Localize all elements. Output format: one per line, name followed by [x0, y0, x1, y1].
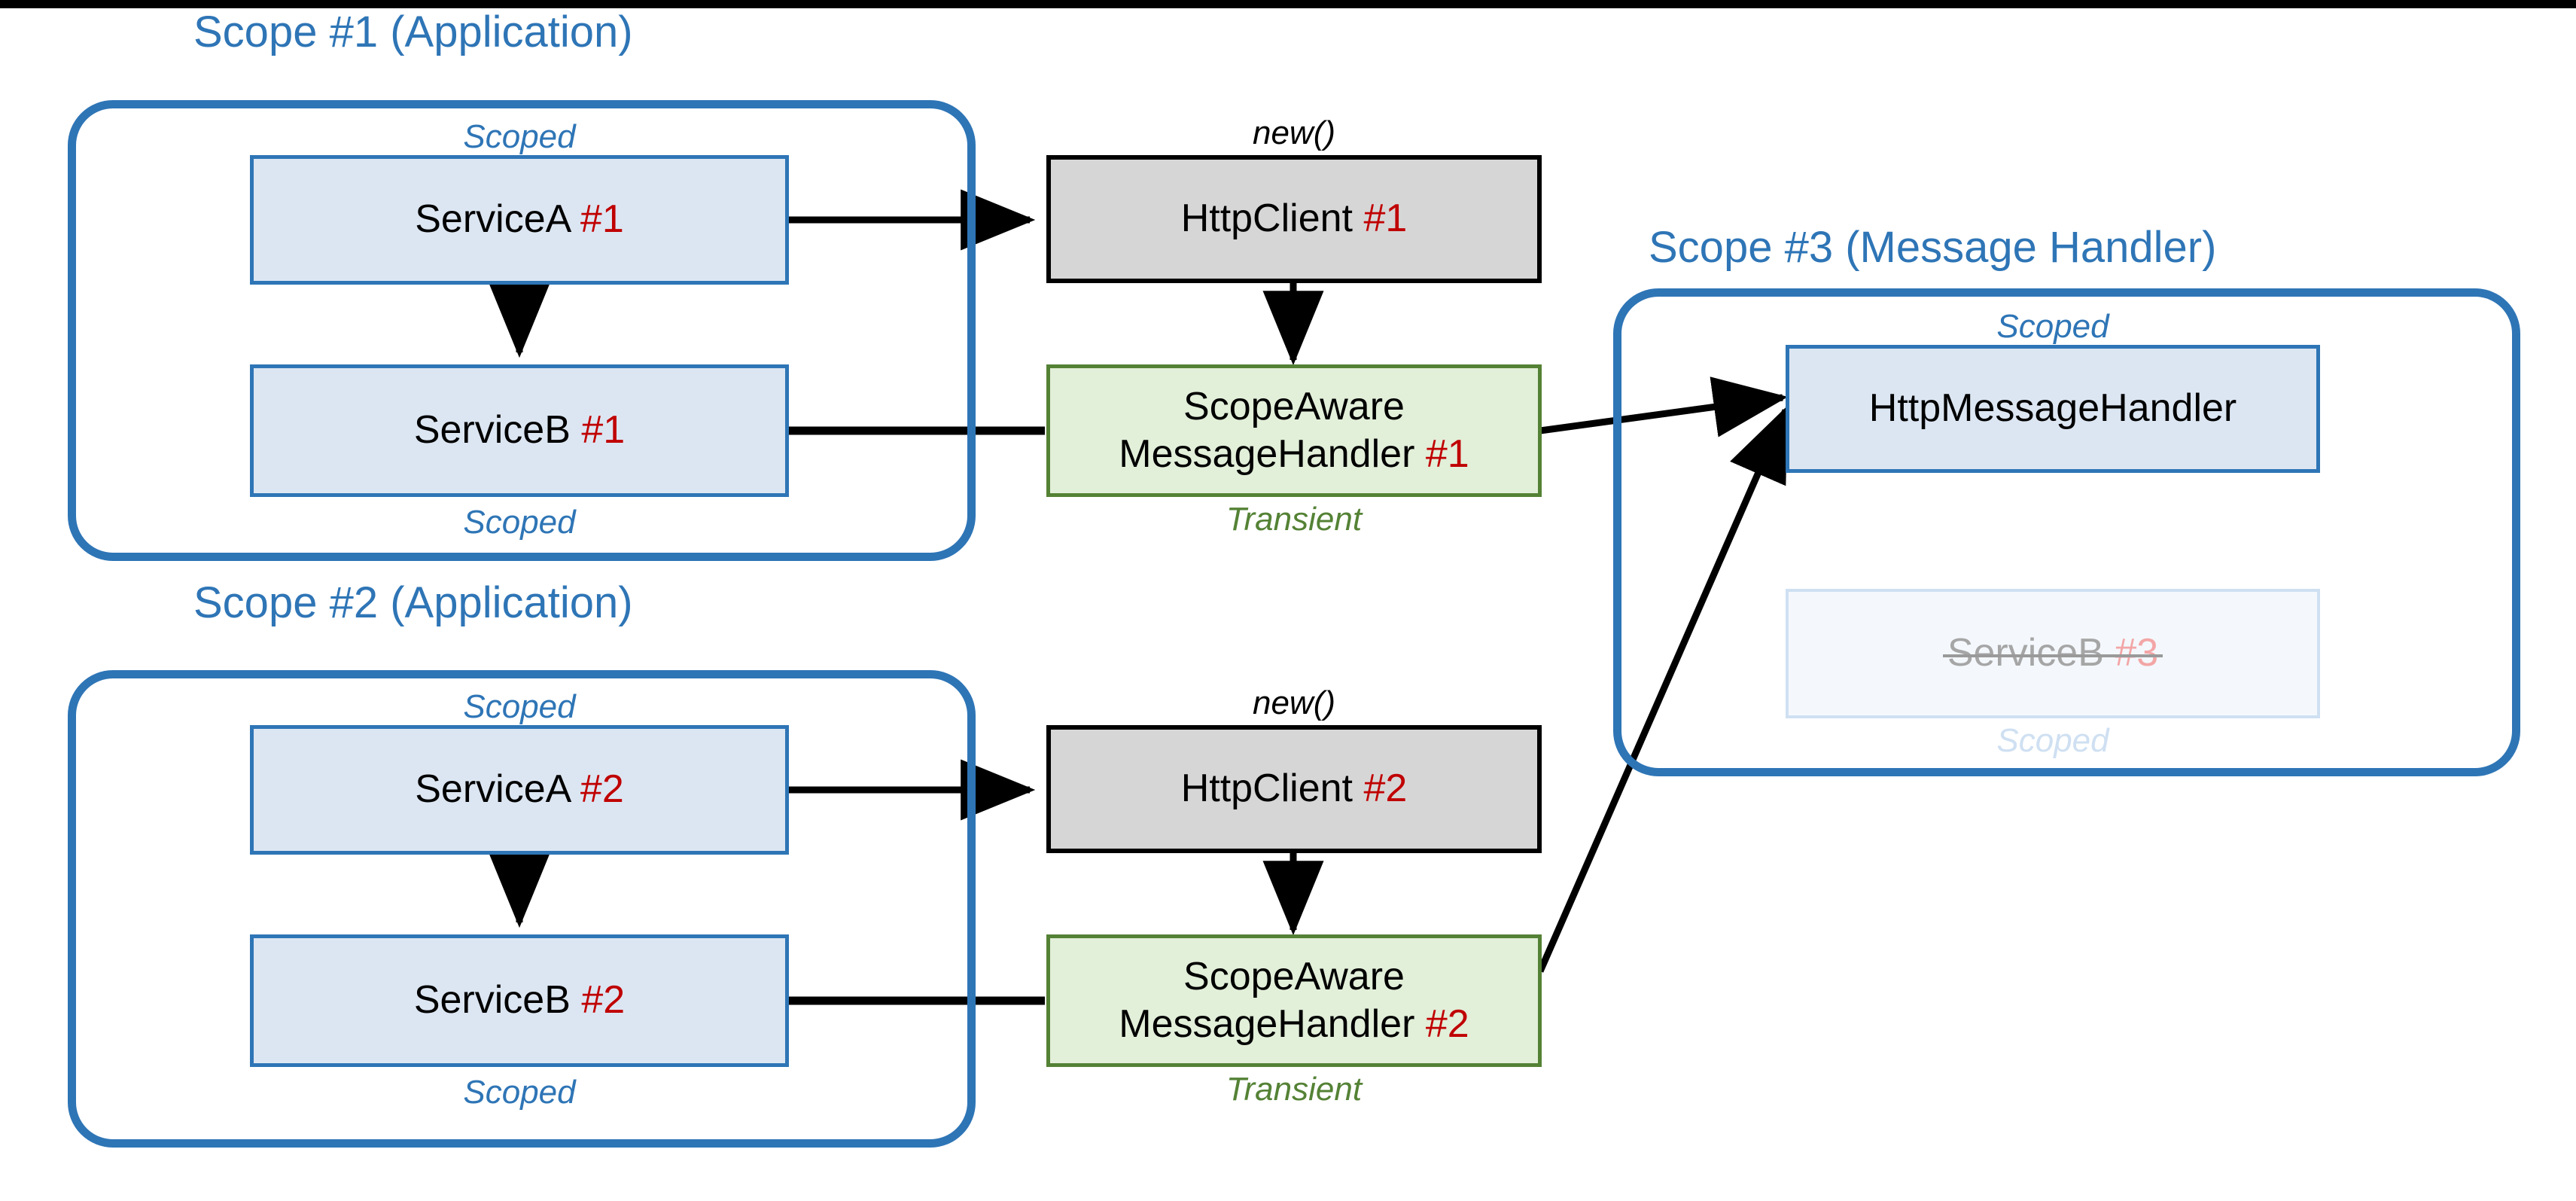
- node-httpclient-2[interactable]: HttpClient #2: [1046, 725, 1542, 853]
- node-serviceb-1[interactable]: ServiceB #1: [250, 364, 789, 497]
- node-servicea-2[interactable]: ServiceA #2: [250, 725, 789, 855]
- scope-container-1: [68, 100, 976, 561]
- node-serviceb-2[interactable]: ServiceB #2: [250, 934, 789, 1067]
- node-serviceb-2-name: ServiceB: [413, 978, 571, 1023]
- node-httpmessagehandler[interactable]: HttpMessageHandler: [1786, 345, 2320, 473]
- node-httpclient-2-instance: #2: [1363, 767, 1408, 811]
- node-httpclient-2-name: HttpClient: [1180, 767, 1353, 811]
- node-serviceb-2-instance: #2: [581, 978, 626, 1023]
- node-serviceb-2-text: ServiceB #2: [414, 977, 625, 1024]
- scope-container-2: [68, 670, 976, 1148]
- node-servicea-1[interactable]: ServiceA #1: [250, 155, 789, 285]
- new-label-httpclient2: new(): [1252, 684, 1336, 721]
- transient-label-handler1: Transient: [1226, 501, 1363, 538]
- node-serviceb-3-text: ServiceB #3: [1942, 629, 2163, 677]
- node-handler-1-line1: ScopeAware: [1183, 384, 1405, 428]
- node-serviceb-3[interactable]: ServiceB #3: [1786, 589, 2320, 718]
- node-httpclient-1-text: HttpClient #1: [1181, 195, 1408, 242]
- node-httpclient-1[interactable]: HttpClient #1: [1046, 155, 1542, 283]
- node-httpmessagehandler-name: HttpMessageHandler: [1868, 386, 2237, 431]
- scoped-label-httpmessagehandler: Scoped: [1996, 308, 2109, 345]
- node-handler-1-instance: #1: [1425, 432, 1469, 476]
- node-scopeaware-messagehandler-2[interactable]: ScopeAware MessageHandler #2: [1046, 934, 1542, 1067]
- scope-title-3: Scope #3 (Message Handler): [1649, 223, 2217, 272]
- scope-container-3: [1613, 288, 2520, 776]
- scope-title-2: Scope #2 (Application): [193, 578, 633, 627]
- node-servicea-2-name: ServiceA: [415, 767, 570, 812]
- scoped-label-servicea2: Scoped: [463, 688, 576, 725]
- node-servicea-1-name: ServiceA: [415, 197, 570, 242]
- node-servicea-2-text: ServiceA #2: [415, 766, 624, 813]
- node-httpclient-1-name: HttpClient: [1180, 197, 1353, 241]
- node-servicea-1-instance: #1: [580, 197, 624, 242]
- scoped-label-serviceb3: Scoped: [1996, 722, 2109, 759]
- node-serviceb-1-instance: #1: [581, 408, 626, 453]
- node-handler-1-line2: MessageHandler: [1119, 432, 1415, 476]
- node-scopeaware-messagehandler-1[interactable]: ScopeAware MessageHandler #1: [1046, 364, 1542, 497]
- node-handler-1-line2-wrap: MessageHandler #1: [1119, 431, 1469, 478]
- node-serviceb-1-text: ServiceB #1: [414, 407, 625, 454]
- node-serviceb-3-name: ServiceB: [1947, 631, 2104, 675]
- node-handler-2-line1: ScopeAware: [1183, 954, 1405, 998]
- new-label-httpclient1: new(): [1252, 114, 1336, 151]
- scope-title-1: Scope #1 (Application): [193, 8, 633, 56]
- node-serviceb-1-name: ServiceB: [413, 408, 571, 453]
- node-httpclient-1-instance: #1: [1363, 197, 1408, 241]
- node-servicea-1-text: ServiceA #1: [415, 196, 624, 243]
- node-handler-2-line2: MessageHandler: [1119, 1002, 1415, 1046]
- node-handler-2-instance: #2: [1425, 1002, 1469, 1046]
- scoped-label-servicea1: Scoped: [463, 118, 576, 155]
- node-servicea-2-instance: #2: [580, 767, 624, 812]
- scoped-label-serviceb2: Scoped: [463, 1074, 576, 1111]
- node-httpclient-2-text: HttpClient #2: [1181, 765, 1408, 812]
- top-black-band: [0, 0, 2576, 8]
- node-handler-2-line2-wrap: MessageHandler #2: [1119, 1001, 1469, 1048]
- scoped-label-serviceb1: Scoped: [463, 504, 576, 541]
- transient-label-handler2: Transient: [1226, 1071, 1363, 1108]
- node-serviceb-3-instance: #3: [2115, 631, 2159, 675]
